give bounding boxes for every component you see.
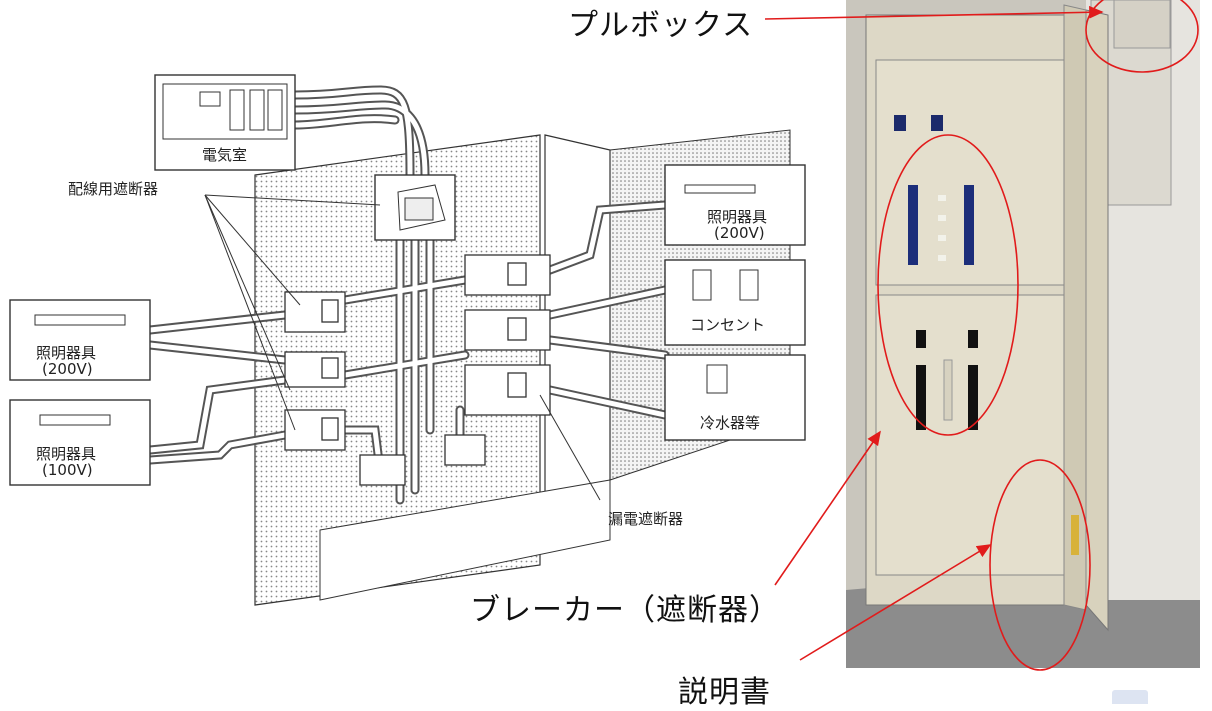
arrow-pullbox [764, 5, 1104, 20]
load-box-outlet [664, 259, 806, 346]
arrow-manual [799, 544, 992, 661]
electric-room-box [154, 74, 296, 171]
pullbox-circle [1085, 0, 1199, 73]
label-outlet: コンセント [690, 316, 766, 334]
label-electric-room: 電気室 [202, 146, 248, 164]
label-lighting-100v: 照明器具 [36, 445, 97, 463]
label-mccb: 配線用遮断器 [68, 180, 159, 198]
callout-manual: 説明書 [678, 675, 771, 710]
load-box-lighting-200v-right [664, 164, 806, 246]
label-lighting-100v-volt: (100V) [42, 461, 93, 479]
distribution-cabinet-photo [846, 0, 1200, 668]
label-lighting-200v-left-volt: (200V) [42, 360, 93, 378]
branch-breakers [284, 254, 551, 486]
board-lower-panel [319, 479, 611, 601]
breaker-circle [877, 134, 1019, 436]
arrow-breaker [774, 430, 881, 586]
load-box-water-cooler [664, 354, 806, 441]
label-water-cooler: 冷水器等 [700, 414, 761, 432]
wiring-diagram [9, 74, 806, 606]
main-breaker [374, 174, 456, 241]
load-box-lighting-100v [9, 399, 151, 486]
label-elcb: 漏電遮断器 [608, 510, 684, 528]
label-lighting-200v-right: 照明器具 [707, 208, 768, 226]
manual-circle [989, 459, 1091, 671]
label-lighting-200v-right-volt: (200V) [714, 224, 765, 242]
callout-pull-box: プルボックス [568, 8, 754, 43]
corner-tab [1112, 690, 1148, 704]
load-box-lighting-200v-left [9, 299, 151, 381]
label-lighting-200v-left: 照明器具 [36, 344, 97, 362]
callout-breaker: ブレーカー（遮断器） [470, 593, 780, 628]
diagram-leader-lines [204, 194, 601, 501]
